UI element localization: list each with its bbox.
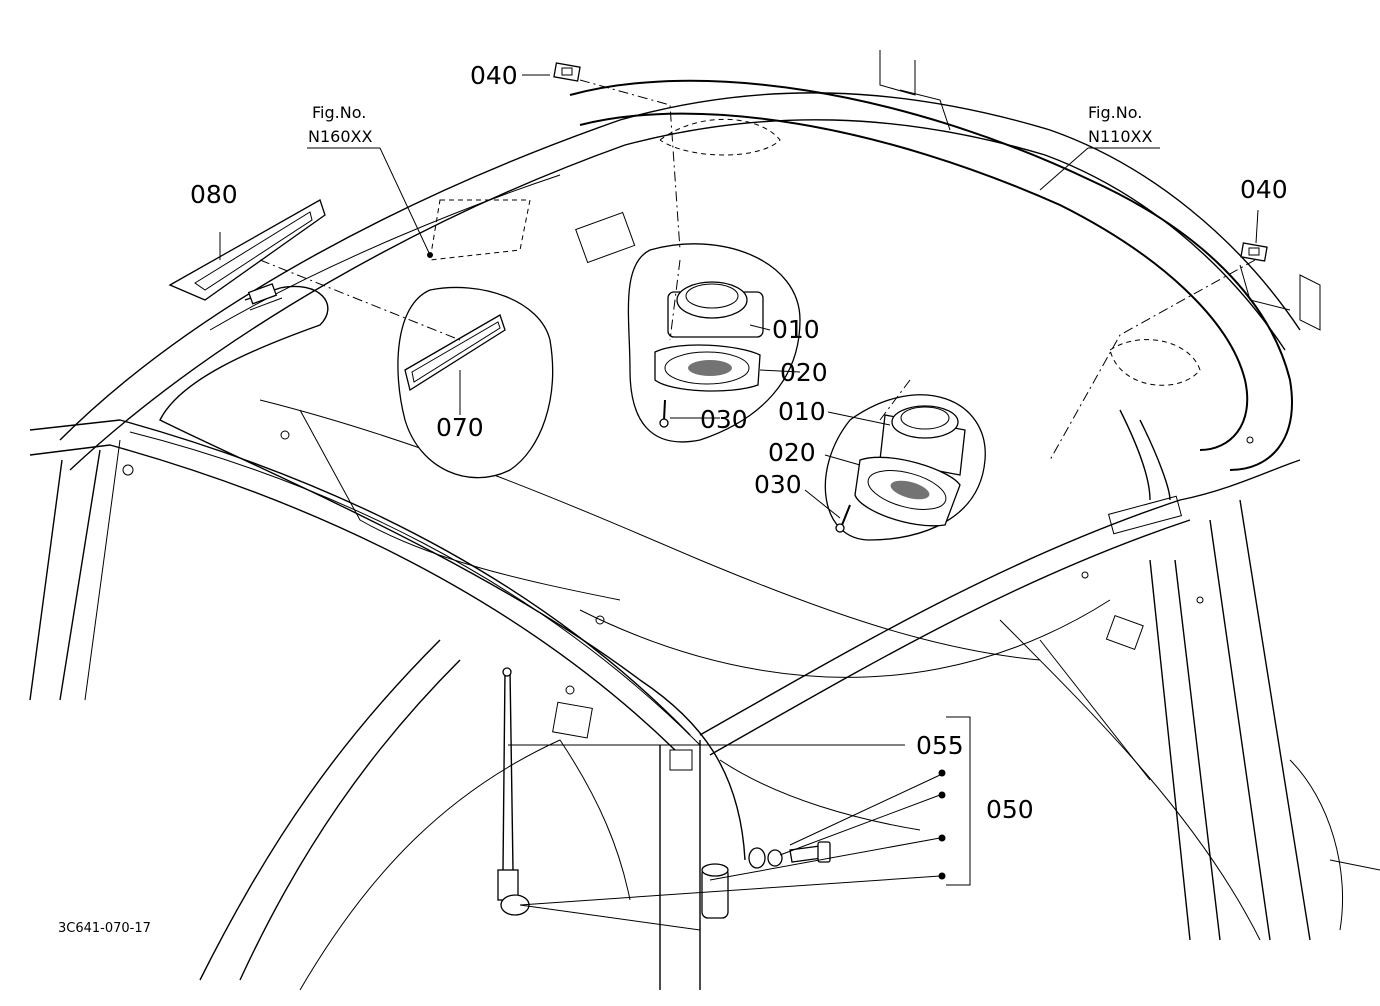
- speaker-grille-020-left: [654, 344, 761, 392]
- antenna-rod-055: [497, 667, 530, 916]
- clip-nut-040-right: [1240, 242, 1268, 262]
- fig-ref-left-line2: N160XX: [308, 127, 372, 146]
- label-080: 080: [190, 180, 238, 209]
- lamp-lens-070: [404, 314, 506, 392]
- label-055: 055: [916, 731, 964, 760]
- speaker-010-left: [667, 281, 764, 338]
- label-030-left: 030: [700, 405, 748, 434]
- fig-ref-left-line1: Fig.No.: [312, 103, 366, 122]
- screw-030-right: [835, 504, 851, 533]
- label-050: 050: [986, 795, 1034, 824]
- speaker-grille-020-right: [854, 456, 961, 527]
- antenna-cable: [159, 283, 746, 861]
- antenna-base-050: [701, 841, 831, 919]
- detail-bubble-lamp: [397, 286, 554, 479]
- label-010-right: 010: [778, 397, 826, 426]
- label-030-right: 030: [754, 470, 802, 499]
- screw-030-left: [659, 399, 669, 428]
- label-020-right: 020: [768, 438, 816, 467]
- lens-frame-080: [168, 199, 326, 301]
- cab-frame: [29, 50, 1380, 991]
- label-040-right: 040: [1240, 175, 1288, 204]
- label-040-top: 040: [470, 61, 518, 90]
- label-020-left: 020: [780, 358, 828, 387]
- fig-ref-right-line2: N110XX: [1088, 127, 1152, 146]
- part-labels: 040 040 080 070 010 020 030 010 020 030 …: [58, 61, 1288, 936]
- fig-ref-right-line1: Fig.No.: [1088, 103, 1142, 122]
- drawing-code: 3C641-070-17: [58, 921, 151, 936]
- clip-nut-040-top: [553, 62, 581, 82]
- label-010-left: 010: [772, 315, 820, 344]
- leader-lines: [219, 74, 1259, 931]
- label-070: 070: [436, 413, 484, 442]
